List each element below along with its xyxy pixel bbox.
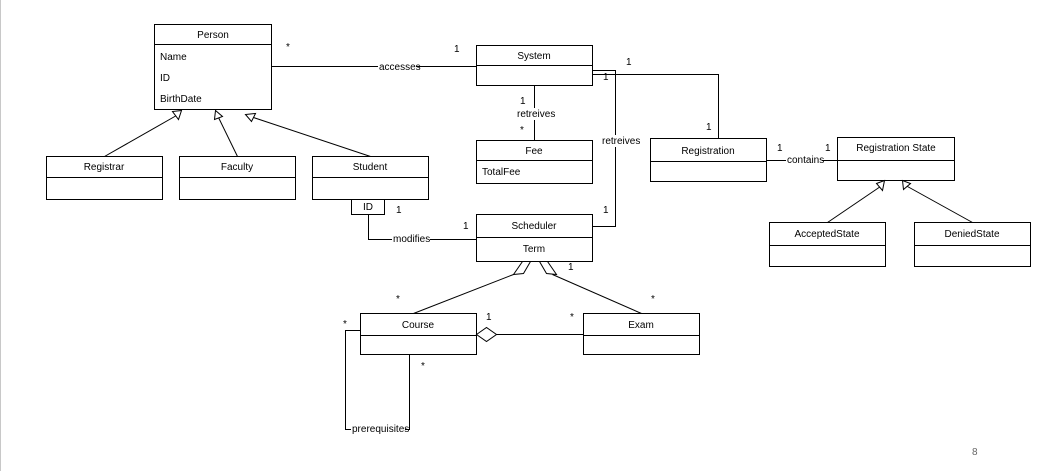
registrar-class-name: Registrar	[84, 162, 125, 173]
prerequisites-label: prerequisites	[352, 424, 409, 435]
multiplicity-registration-system: 1	[706, 122, 712, 133]
fee-attr-totalfee: TotalFee	[482, 167, 521, 178]
multiplicity-state-contains: 1	[825, 143, 831, 154]
multiplicity-course-prereq-bottom: *	[421, 361, 425, 372]
multiplicity-system-accesses: 1	[454, 44, 460, 55]
multiplicity-student-modifies: 1	[396, 205, 402, 216]
faculty-generalization[interactable]	[218, 117, 238, 157]
multiplicity-exam-scheduler: *	[651, 294, 655, 305]
multiplicity-system-fee: 1	[520, 96, 526, 107]
multiplicity-person-accesses: *	[286, 42, 290, 53]
course-prerequisites-association[interactable]	[345, 330, 410, 430]
person-attr-birthdate: BirthDate	[160, 94, 202, 105]
person-generalization-arrowhead-2	[213, 109, 224, 121]
multiplicity-exam-course: *	[570, 312, 574, 323]
retreives-fee-label: retreives	[517, 109, 555, 120]
course-class-name: Course	[402, 320, 435, 331]
multiplicity-scheduler-exam: 1	[568, 262, 574, 273]
student-generalization[interactable]	[253, 117, 371, 157]
multiplicity-registration-contains: 1	[777, 143, 783, 154]
faculty-class-name: Faculty	[221, 162, 253, 173]
registration-state-generalization-arrowhead-2	[901, 179, 912, 191]
accepted-state-class-name: AcceptedState	[794, 229, 859, 240]
system-registration-association[interactable]	[592, 74, 719, 139]
registration-state-generalization-arrowhead-1	[875, 179, 886, 192]
course-exam-diamond	[475, 326, 498, 343]
system-scheduler-association[interactable]	[592, 70, 616, 227]
person-generalization-arrowhead-1	[171, 109, 183, 121]
accepted-state-class-box[interactable]	[769, 222, 886, 267]
page-number: 8	[972, 447, 978, 458]
scheduler-attr-term: Term	[523, 244, 545, 255]
multiplicity-course-scheduler: *	[396, 294, 400, 305]
student-qualifier-id: ID	[363, 202, 373, 213]
accesses-label: accesses	[379, 62, 421, 73]
person-class-name: Person	[197, 30, 229, 41]
registration-class-name: Registration	[681, 146, 734, 157]
multiplicity-course-exam: 1	[486, 312, 492, 323]
system-class-name: System	[517, 51, 550, 62]
accepted-generalization[interactable]	[827, 186, 881, 223]
retreives-scheduler-label: retreives	[602, 136, 640, 147]
course-class-box[interactable]	[360, 313, 477, 355]
person-class-box[interactable]	[154, 24, 272, 110]
denied-state-class-name: DeniedState	[944, 229, 999, 240]
page-left-border	[0, 0, 1, 471]
multiplicity-course-prereq-left: *	[343, 319, 347, 330]
person-attr-name: Name	[160, 52, 187, 63]
registration-state-class-name: Registration State	[856, 143, 936, 154]
exam-class-box[interactable]	[583, 313, 700, 355]
multiplicity-scheduler-system: 1	[603, 205, 609, 216]
contains-label: contains	[787, 155, 824, 166]
registration-class-box[interactable]	[650, 138, 767, 182]
fee-class-name: Fee	[525, 146, 543, 157]
multiplicity-system-scheduler: 1	[603, 72, 609, 83]
registrar-generalization[interactable]	[104, 115, 177, 157]
scheduler-course-aggregation[interactable]	[413, 274, 514, 314]
multiplicity-fee-system: *	[520, 125, 524, 136]
modifies-label: modifies	[393, 234, 430, 245]
exam-class-name: Exam	[628, 320, 654, 331]
student-class-name: Student	[353, 162, 388, 173]
modifies-association[interactable]	[368, 214, 477, 240]
multiplicity-system-registration: 1	[626, 57, 632, 68]
fee-class-box[interactable]	[476, 140, 593, 184]
person-attr-id: ID	[160, 73, 170, 84]
multiplicity-scheduler-modifies: 1	[463, 221, 469, 232]
denied-generalization[interactable]	[907, 186, 973, 223]
person-generalization-arrowhead-3	[244, 112, 257, 123]
scheduler-exam-aggregation[interactable]	[552, 274, 642, 314]
registration-state-class-box[interactable]	[837, 137, 955, 181]
scheduler-exam-diamond	[538, 261, 558, 276]
scheduler-course-diamond	[512, 261, 532, 276]
scheduler-class-name: Scheduler	[511, 221, 557, 232]
